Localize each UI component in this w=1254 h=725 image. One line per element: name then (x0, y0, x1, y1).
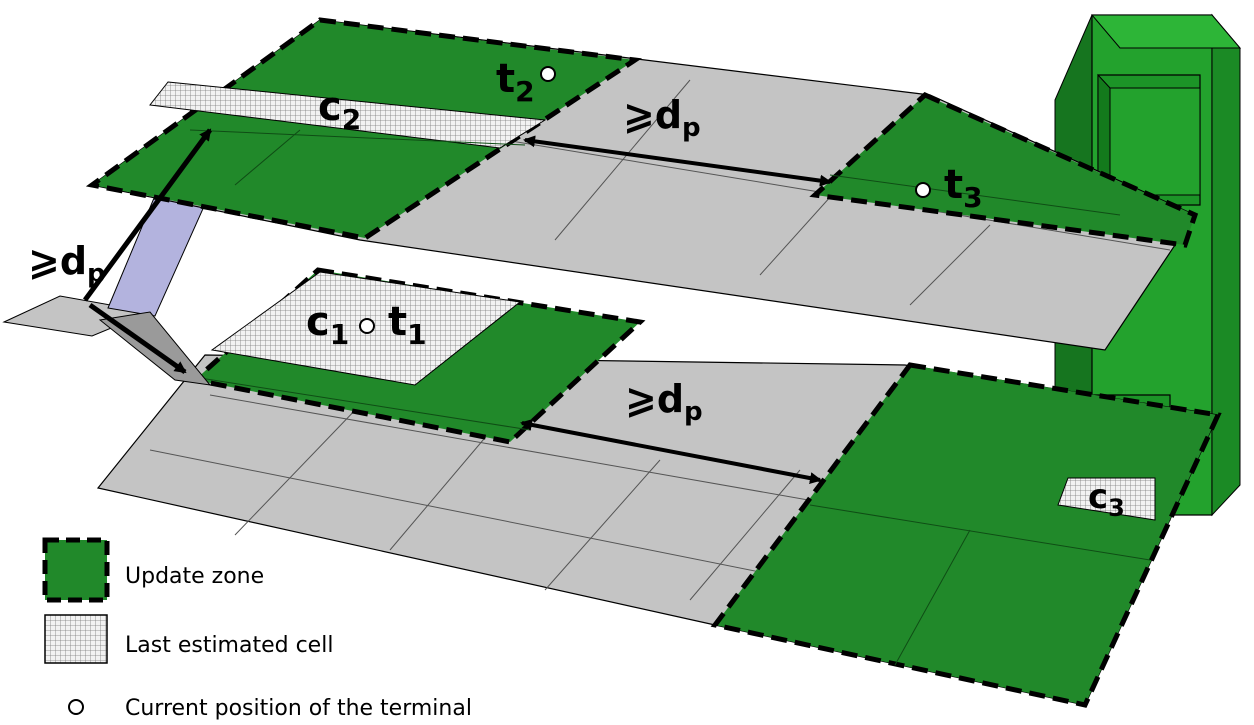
update-zone-lower-right (710, 362, 1222, 708)
label-c1: c1 (306, 299, 349, 351)
terminal-point-t2 (540, 66, 556, 82)
label-dp-lower: ⩾dp (625, 377, 703, 427)
label-dp-upper: ⩾dp (623, 93, 701, 143)
label-c2: c2 (318, 84, 361, 136)
legend-update-zone-swatch (42, 537, 110, 603)
last-cell-c2 (149, 81, 547, 149)
terminal-point-t1 (359, 318, 375, 334)
update-zone-upper-right (809, 92, 1199, 248)
label-dp-stairs: ⩾dp (28, 239, 106, 289)
legend-terminal-label: Current position of the terminal (125, 696, 472, 721)
arrows (82, 128, 832, 485)
lower-floor (96, 267, 1222, 708)
label-t3: t3 (944, 162, 983, 214)
legend-last-cell-label: Last estimated cell (125, 633, 333, 658)
legend-update-zone-label: Update zone (125, 564, 264, 589)
terminal-point-t3 (915, 182, 931, 198)
upper-floor (85, 17, 1199, 351)
label-t2: t2 (496, 56, 535, 108)
legend: Update zone Last estimated cell Current … (42, 537, 472, 721)
label-c3: c3 (1088, 477, 1125, 522)
legend-last-cell-swatch (44, 614, 108, 664)
label-t1: t1 (388, 299, 427, 351)
legend-terminal-marker (68, 699, 84, 715)
last-cell-c3 (1057, 477, 1156, 521)
